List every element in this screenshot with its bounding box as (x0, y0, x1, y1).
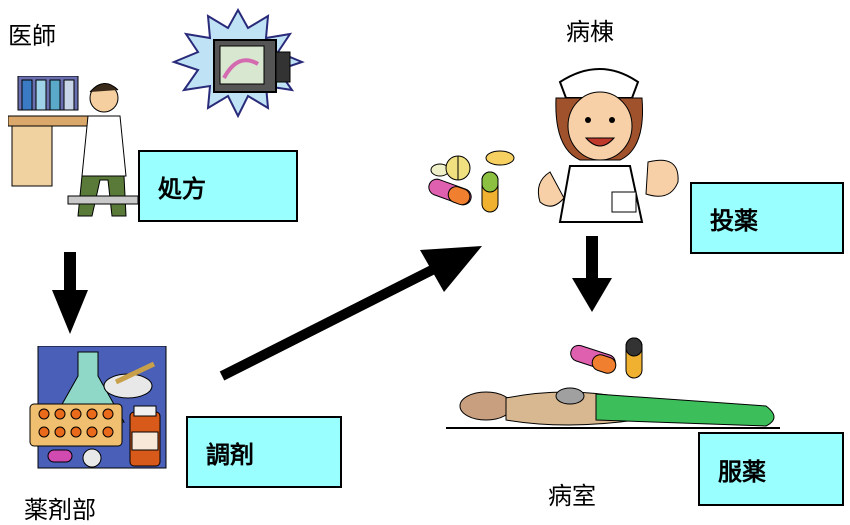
pharmacy-label: 薬剤部 (24, 496, 96, 524)
doctor-label: 医師 (8, 22, 56, 50)
doctor-illustration (8, 76, 139, 217)
arrow-pharmacy-to-ward (219, 246, 482, 381)
dispensing-box: 調剤 (186, 416, 342, 488)
taking-medicine-box: 服薬 (698, 432, 844, 506)
pills-small-icon (570, 337, 643, 379)
nurse-illustration (537, 68, 679, 223)
patient-room-label: 病室 (548, 482, 596, 510)
arrow-doctor-to-pharmacy (52, 252, 88, 334)
pharmacy-illustration (29, 346, 167, 469)
monitor-icon (171, 8, 305, 118)
pills-icon (428, 150, 515, 213)
prescription-box: 処方 (138, 150, 298, 222)
administration-box: 投薬 (690, 182, 844, 254)
patient-illustration (446, 387, 780, 429)
arrow-ward-to-patient (572, 236, 612, 312)
ward-label: 病棟 (566, 18, 614, 46)
